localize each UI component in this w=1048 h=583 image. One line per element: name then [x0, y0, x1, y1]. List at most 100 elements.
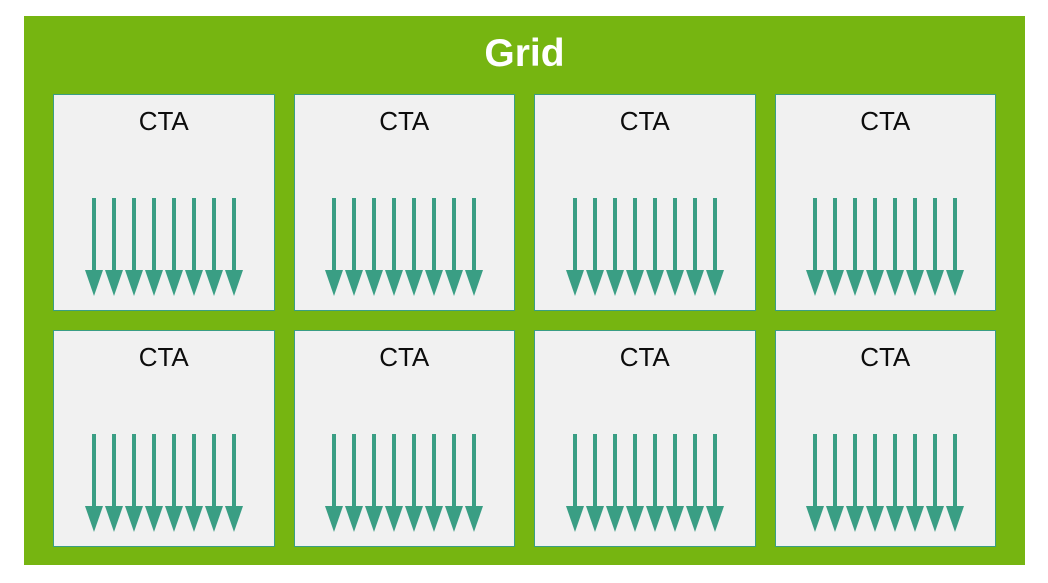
thread-arrow-down-icon	[104, 198, 123, 296]
cta-block[interactable]: CTA	[293, 94, 515, 311]
thread-arrow-down-icon	[405, 434, 424, 532]
thread-arrow-down-icon	[425, 434, 444, 532]
arrow-head	[385, 270, 404, 296]
arrow-head	[946, 506, 965, 532]
arrow-head	[946, 270, 965, 296]
thread-arrow-down-icon	[806, 198, 825, 296]
arrow-shaft	[853, 198, 858, 274]
arrow-head	[846, 506, 865, 532]
arrow-head	[425, 270, 444, 296]
thread-arrow-down-icon	[846, 434, 865, 532]
cta-block[interactable]: CTA	[774, 330, 996, 547]
cta-block[interactable]: CTA	[534, 94, 756, 311]
thread-arrow-down-icon	[645, 434, 664, 532]
arrow-head	[164, 270, 183, 296]
arrow-shaft	[131, 198, 136, 274]
arrow-shaft	[873, 198, 878, 274]
arrow-head	[425, 506, 444, 532]
arrow-shaft	[472, 198, 477, 274]
thread-arrow-down-icon	[84, 198, 103, 296]
thread-arrow-down-icon	[846, 198, 865, 296]
arrow-head	[204, 506, 223, 532]
arrow-shaft	[211, 198, 216, 274]
arrow-shaft	[412, 434, 417, 510]
arrow-head	[164, 506, 183, 532]
arrow-shaft	[432, 198, 437, 274]
arrow-head	[204, 270, 223, 296]
arrow-shaft	[712, 434, 717, 510]
thread-arrow-group	[54, 432, 274, 532]
arrow-head	[144, 506, 163, 532]
arrow-head	[184, 270, 203, 296]
arrow-head	[104, 506, 123, 532]
thread-arrow-down-icon	[425, 198, 444, 296]
arrow-head	[685, 270, 704, 296]
arrow-head	[806, 506, 825, 532]
arrow-shaft	[151, 198, 156, 274]
cta-block[interactable]: CTA	[293, 330, 515, 547]
arrow-shaft	[171, 434, 176, 510]
thread-arrow-group	[295, 432, 515, 532]
arrow-head	[605, 270, 624, 296]
thread-arrow-down-icon	[946, 434, 965, 532]
arrow-shaft	[692, 434, 697, 510]
arrow-shaft	[652, 434, 657, 510]
arrow-shaft	[813, 198, 818, 274]
arrow-shaft	[372, 434, 377, 510]
arrow-shaft	[853, 434, 858, 510]
arrow-head	[345, 270, 364, 296]
cta-block[interactable]: CTA	[53, 330, 275, 547]
cta-block[interactable]: CTA	[534, 330, 756, 547]
arrow-head	[465, 506, 484, 532]
arrow-head	[104, 270, 123, 296]
arrow-head	[84, 506, 103, 532]
page-title: Grid	[484, 32, 565, 75]
arrow-head	[906, 506, 925, 532]
cta-block[interactable]: CTA	[53, 94, 275, 311]
thread-arrow-down-icon	[866, 434, 885, 532]
arrow-shaft	[612, 198, 617, 274]
cta-block-label: CTA	[860, 106, 911, 136]
arrow-head	[866, 506, 885, 532]
thread-arrow-down-icon	[345, 434, 364, 532]
arrow-head	[605, 506, 624, 532]
thread-arrow-down-icon	[946, 198, 965, 296]
thread-arrow-down-icon	[625, 198, 644, 296]
arrow-shaft	[211, 434, 216, 510]
thread-arrow-down-icon	[926, 198, 945, 296]
arrow-head	[405, 270, 424, 296]
arrow-head	[365, 270, 384, 296]
arrow-head	[325, 506, 344, 532]
cta-block[interactable]: CTA	[774, 94, 996, 311]
thread-arrow-group	[54, 196, 274, 296]
arrow-shaft	[692, 198, 697, 274]
arrow-shaft	[672, 198, 677, 274]
thread-arrow-down-icon	[826, 434, 845, 532]
thread-arrow-down-icon	[465, 198, 484, 296]
thread-arrow-down-icon	[385, 198, 404, 296]
thread-arrow-down-icon	[124, 198, 143, 296]
cta-block-label: CTA	[619, 342, 670, 372]
arrow-shaft	[231, 198, 236, 274]
arrow-shaft	[372, 198, 377, 274]
thread-arrow-down-icon	[886, 434, 905, 532]
arrow-head	[806, 270, 825, 296]
arrow-shaft	[833, 198, 838, 274]
thread-arrow-down-icon	[104, 434, 123, 532]
thread-arrow-down-icon	[605, 434, 624, 532]
arrow-head	[84, 270, 103, 296]
arrow-head	[124, 270, 143, 296]
arrow-head	[365, 506, 384, 532]
arrow-head	[846, 270, 865, 296]
thread-arrow-down-icon	[84, 434, 103, 532]
thread-arrow-down-icon	[365, 434, 384, 532]
thread-arrow-down-icon	[224, 198, 243, 296]
arrow-head	[886, 270, 905, 296]
arrow-shaft	[171, 198, 176, 274]
thread-arrow-down-icon	[625, 434, 644, 532]
arrow-shaft	[432, 434, 437, 510]
arrow-head	[445, 270, 464, 296]
arrow-shaft	[632, 434, 637, 510]
arrow-head	[345, 506, 364, 532]
